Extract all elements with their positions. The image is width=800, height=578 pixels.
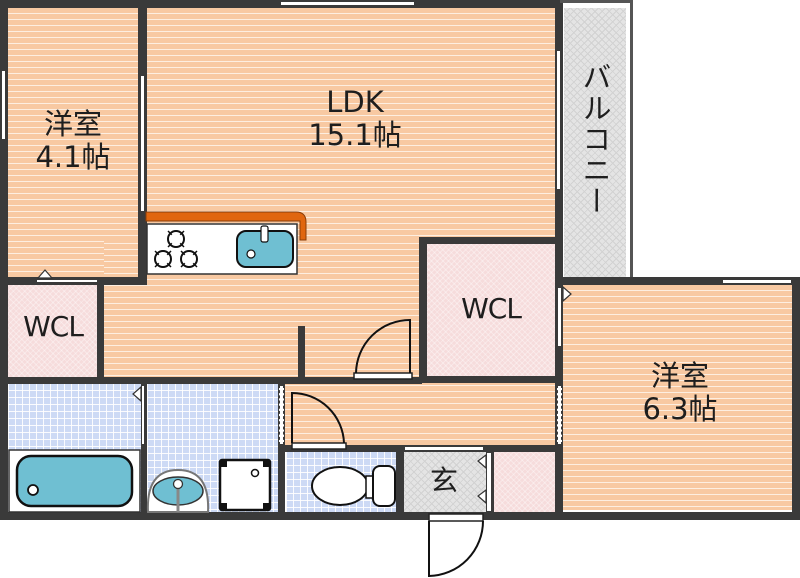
door-marker-entrance-2	[477, 488, 487, 505]
wcl-left-floor	[8, 285, 98, 377]
wall-wcl-center-top	[419, 237, 559, 244]
window-top-ldk	[280, 1, 415, 6]
stove-burners-icon	[154, 230, 198, 268]
entrance-floor	[404, 452, 488, 512]
western-room-4-1-floor	[8, 8, 138, 278]
room-label-wcl-left: WCL	[23, 310, 84, 343]
sliding-door-room-6-3-lower	[557, 385, 562, 445]
room-label-western-6-3: 洋室 6.3帖	[590, 359, 770, 427]
western-room-6-3-floor	[562, 285, 792, 510]
wall-bath-top	[0, 377, 422, 384]
sliding-door-room-4-1	[140, 75, 145, 212]
wall-wcl-left-right	[97, 285, 104, 380]
balcony-floor	[564, 8, 626, 278]
washbasin-icon	[146, 468, 210, 513]
wall-toilet-right	[396, 445, 404, 520]
wall-wcl-center-left	[419, 237, 427, 383]
bathtub-icon	[8, 449, 141, 513]
hallway-floor	[284, 380, 556, 445]
sliding-door-wcl-left	[36, 279, 98, 283]
toilet-icon	[311, 465, 396, 507]
shoe-closet-floor	[494, 452, 556, 512]
wcl-center-floor	[427, 243, 555, 376]
room-label-wcl-center: WCL	[461, 292, 522, 325]
wall-ldk-right	[555, 0, 563, 520]
door-swing-hallway	[291, 391, 347, 450]
room-size: 15.1帖	[308, 118, 402, 153]
door-marker-bath	[132, 385, 142, 403]
window-left-room	[1, 70, 6, 140]
door-swing-entrance	[428, 513, 484, 578]
sliding-door-washroom	[279, 385, 284, 445]
wall-ldk-stub	[298, 326, 305, 378]
door-marker-room-4-1	[36, 269, 54, 279]
room-label-western-4-1: 洋室 4.1帖	[8, 107, 138, 175]
window-ldk-balcony	[556, 50, 561, 190]
room-name: 洋室	[650, 359, 709, 393]
room-label-balcony: バルコニー	[578, 62, 612, 217]
room-label-ldk: LDK 15.1帖	[260, 85, 450, 153]
door-swing-ldk	[353, 318, 413, 380]
washing-machine-icon	[218, 458, 272, 512]
room-name: LDK	[326, 85, 384, 119]
wall-outer-left	[0, 0, 8, 520]
window-room-6-3-top	[722, 279, 792, 284]
room-size: 6.3帖	[642, 392, 718, 427]
wall-room-6-3-right	[792, 277, 800, 520]
balcony-railing	[560, 0, 633, 282]
shoe-closet-door	[486, 452, 492, 512]
wall-wcl-center-bottom	[419, 376, 559, 383]
sliding-door-bath	[141, 385, 145, 445]
ldk-floor	[147, 8, 555, 238]
door-marker-room-6-3	[562, 285, 572, 303]
sliding-door-room-6-3	[557, 287, 562, 347]
room-size: 4.1帖	[35, 140, 111, 175]
room-label-entrance: 玄	[429, 464, 458, 497]
entrance-step	[404, 446, 484, 451]
wall-bath-wash	[141, 377, 147, 520]
door-marker-entrance-1	[477, 453, 487, 470]
kitchen-sink-icon	[236, 225, 294, 268]
wall-room-6-3-top	[555, 277, 800, 285]
room-name: 洋室	[43, 107, 102, 141]
